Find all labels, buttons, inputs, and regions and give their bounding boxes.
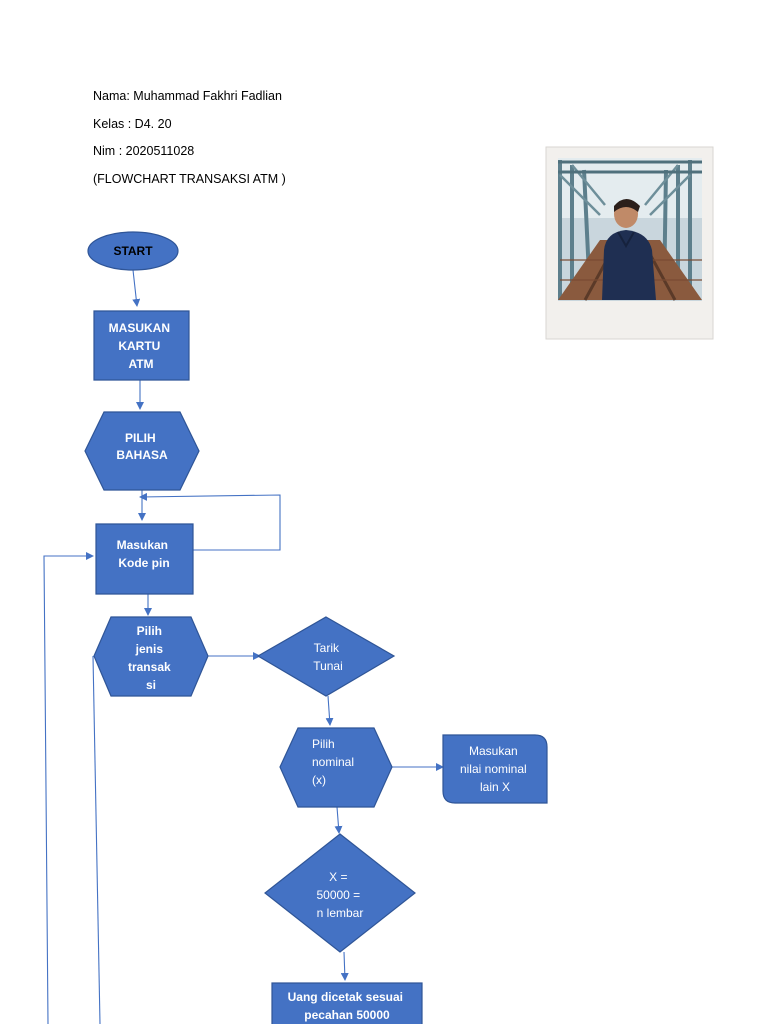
student-class: Kelas : D4. 20 [93, 116, 172, 131]
student-nim: Nim : 2020511028 [93, 144, 195, 158]
other-nominal-step: Masukan nilai nominal lain X [442, 734, 548, 804]
header: Nama: Muhammad Fakhri Fadlian Kelas : D4… [93, 86, 286, 196]
choose-language-step: PILIH BAHASA [84, 411, 200, 491]
enter-pin-label: Masukan Kode pin [117, 538, 172, 570]
withdraw-label: Tarik Tunai [313, 641, 343, 673]
print-money-label: Uang dicetak sesuai pecahan 50000 [288, 990, 407, 1022]
start-terminator: START [87, 231, 179, 271]
document-title: (FLOWCHART TRANSAKSI ATM ) [93, 171, 286, 186]
insert-card-label: MASUKAN KARTU ATM [109, 321, 174, 371]
choose-nominal-label: Pilih nominal (x) [312, 737, 357, 787]
withdraw-decision: Tarik Tunai [256, 616, 396, 697]
enter-pin-step: Masukan Kode pin [95, 523, 194, 595]
connectors [43, 269, 444, 1024]
insert-card-step: MASUKAN KARTU ATM [93, 310, 190, 381]
amount-decision-label: X = 50000 = n lembar [316, 870, 363, 920]
start-label: START [113, 244, 153, 258]
student-name: Nama: Muhammad Fakhri Fadlian [93, 89, 282, 103]
print-money-step: Uang dicetak sesuai pecahan 50000 [271, 982, 423, 1024]
portrait-photo [545, 146, 714, 340]
choose-transaction-step: Pilih jenis transak si [93, 616, 209, 697]
choose-transaction-label: Pilih jenis transak si [128, 624, 174, 692]
amount-decision: X = 50000 = n lembar [264, 833, 416, 953]
other-nominal-label: Masukan nilai nominal lain X [460, 744, 530, 794]
choose-language-label: PILIH BAHASA [116, 431, 168, 462]
choose-nominal-step: Pilih nominal (x) [279, 727, 393, 808]
